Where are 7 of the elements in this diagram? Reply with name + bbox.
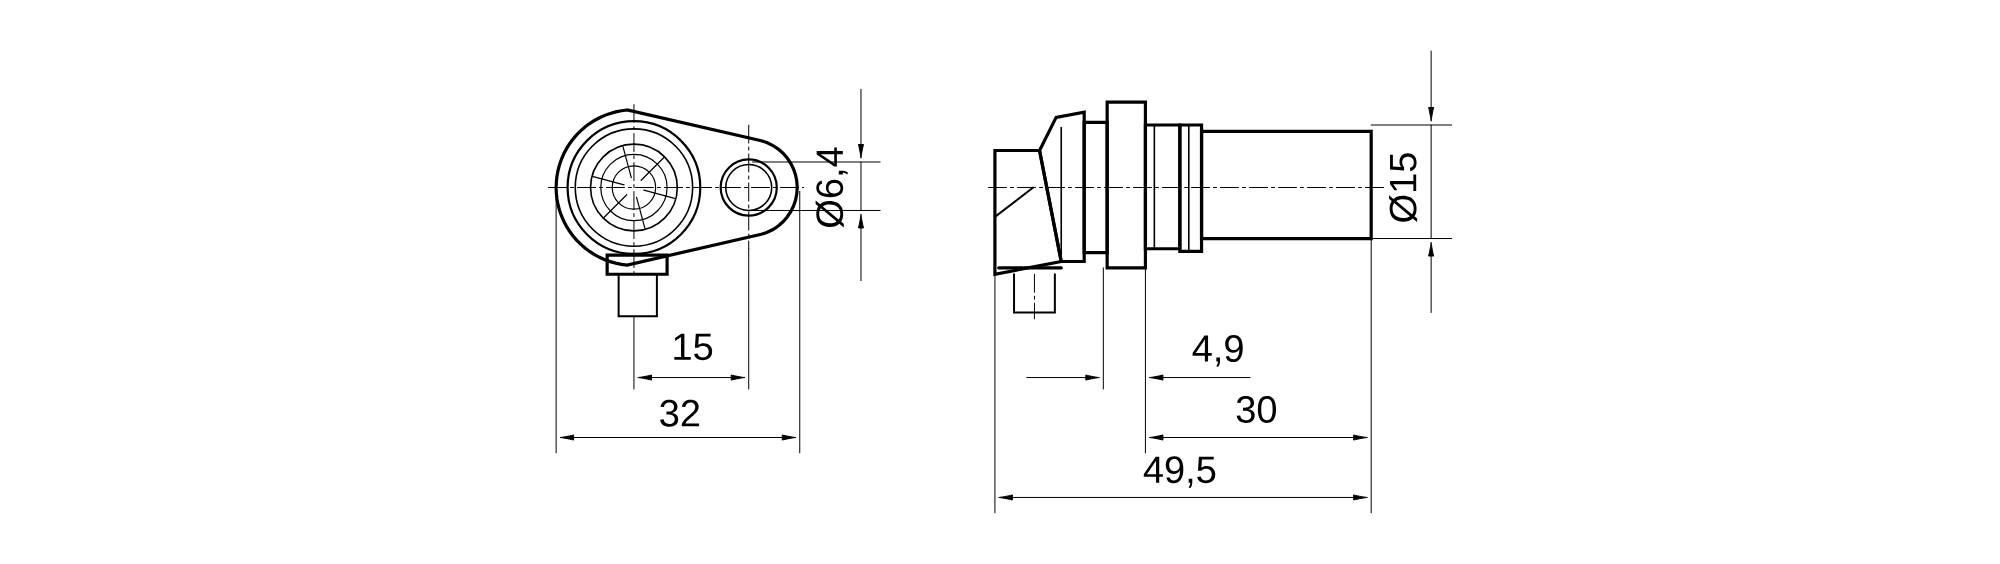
dimension-label: Ø15: [1389, 153, 1418, 223]
dimension-label: Ø6,4: [815, 147, 848, 228]
dimension-label: 49,5: [1143, 456, 1216, 488]
dimension-label: 4,9: [1192, 335, 1243, 367]
dimension-label: 15: [674, 333, 713, 361]
dimension-label: 30: [1236, 396, 1276, 423]
dimension-label: 32: [660, 399, 700, 427]
